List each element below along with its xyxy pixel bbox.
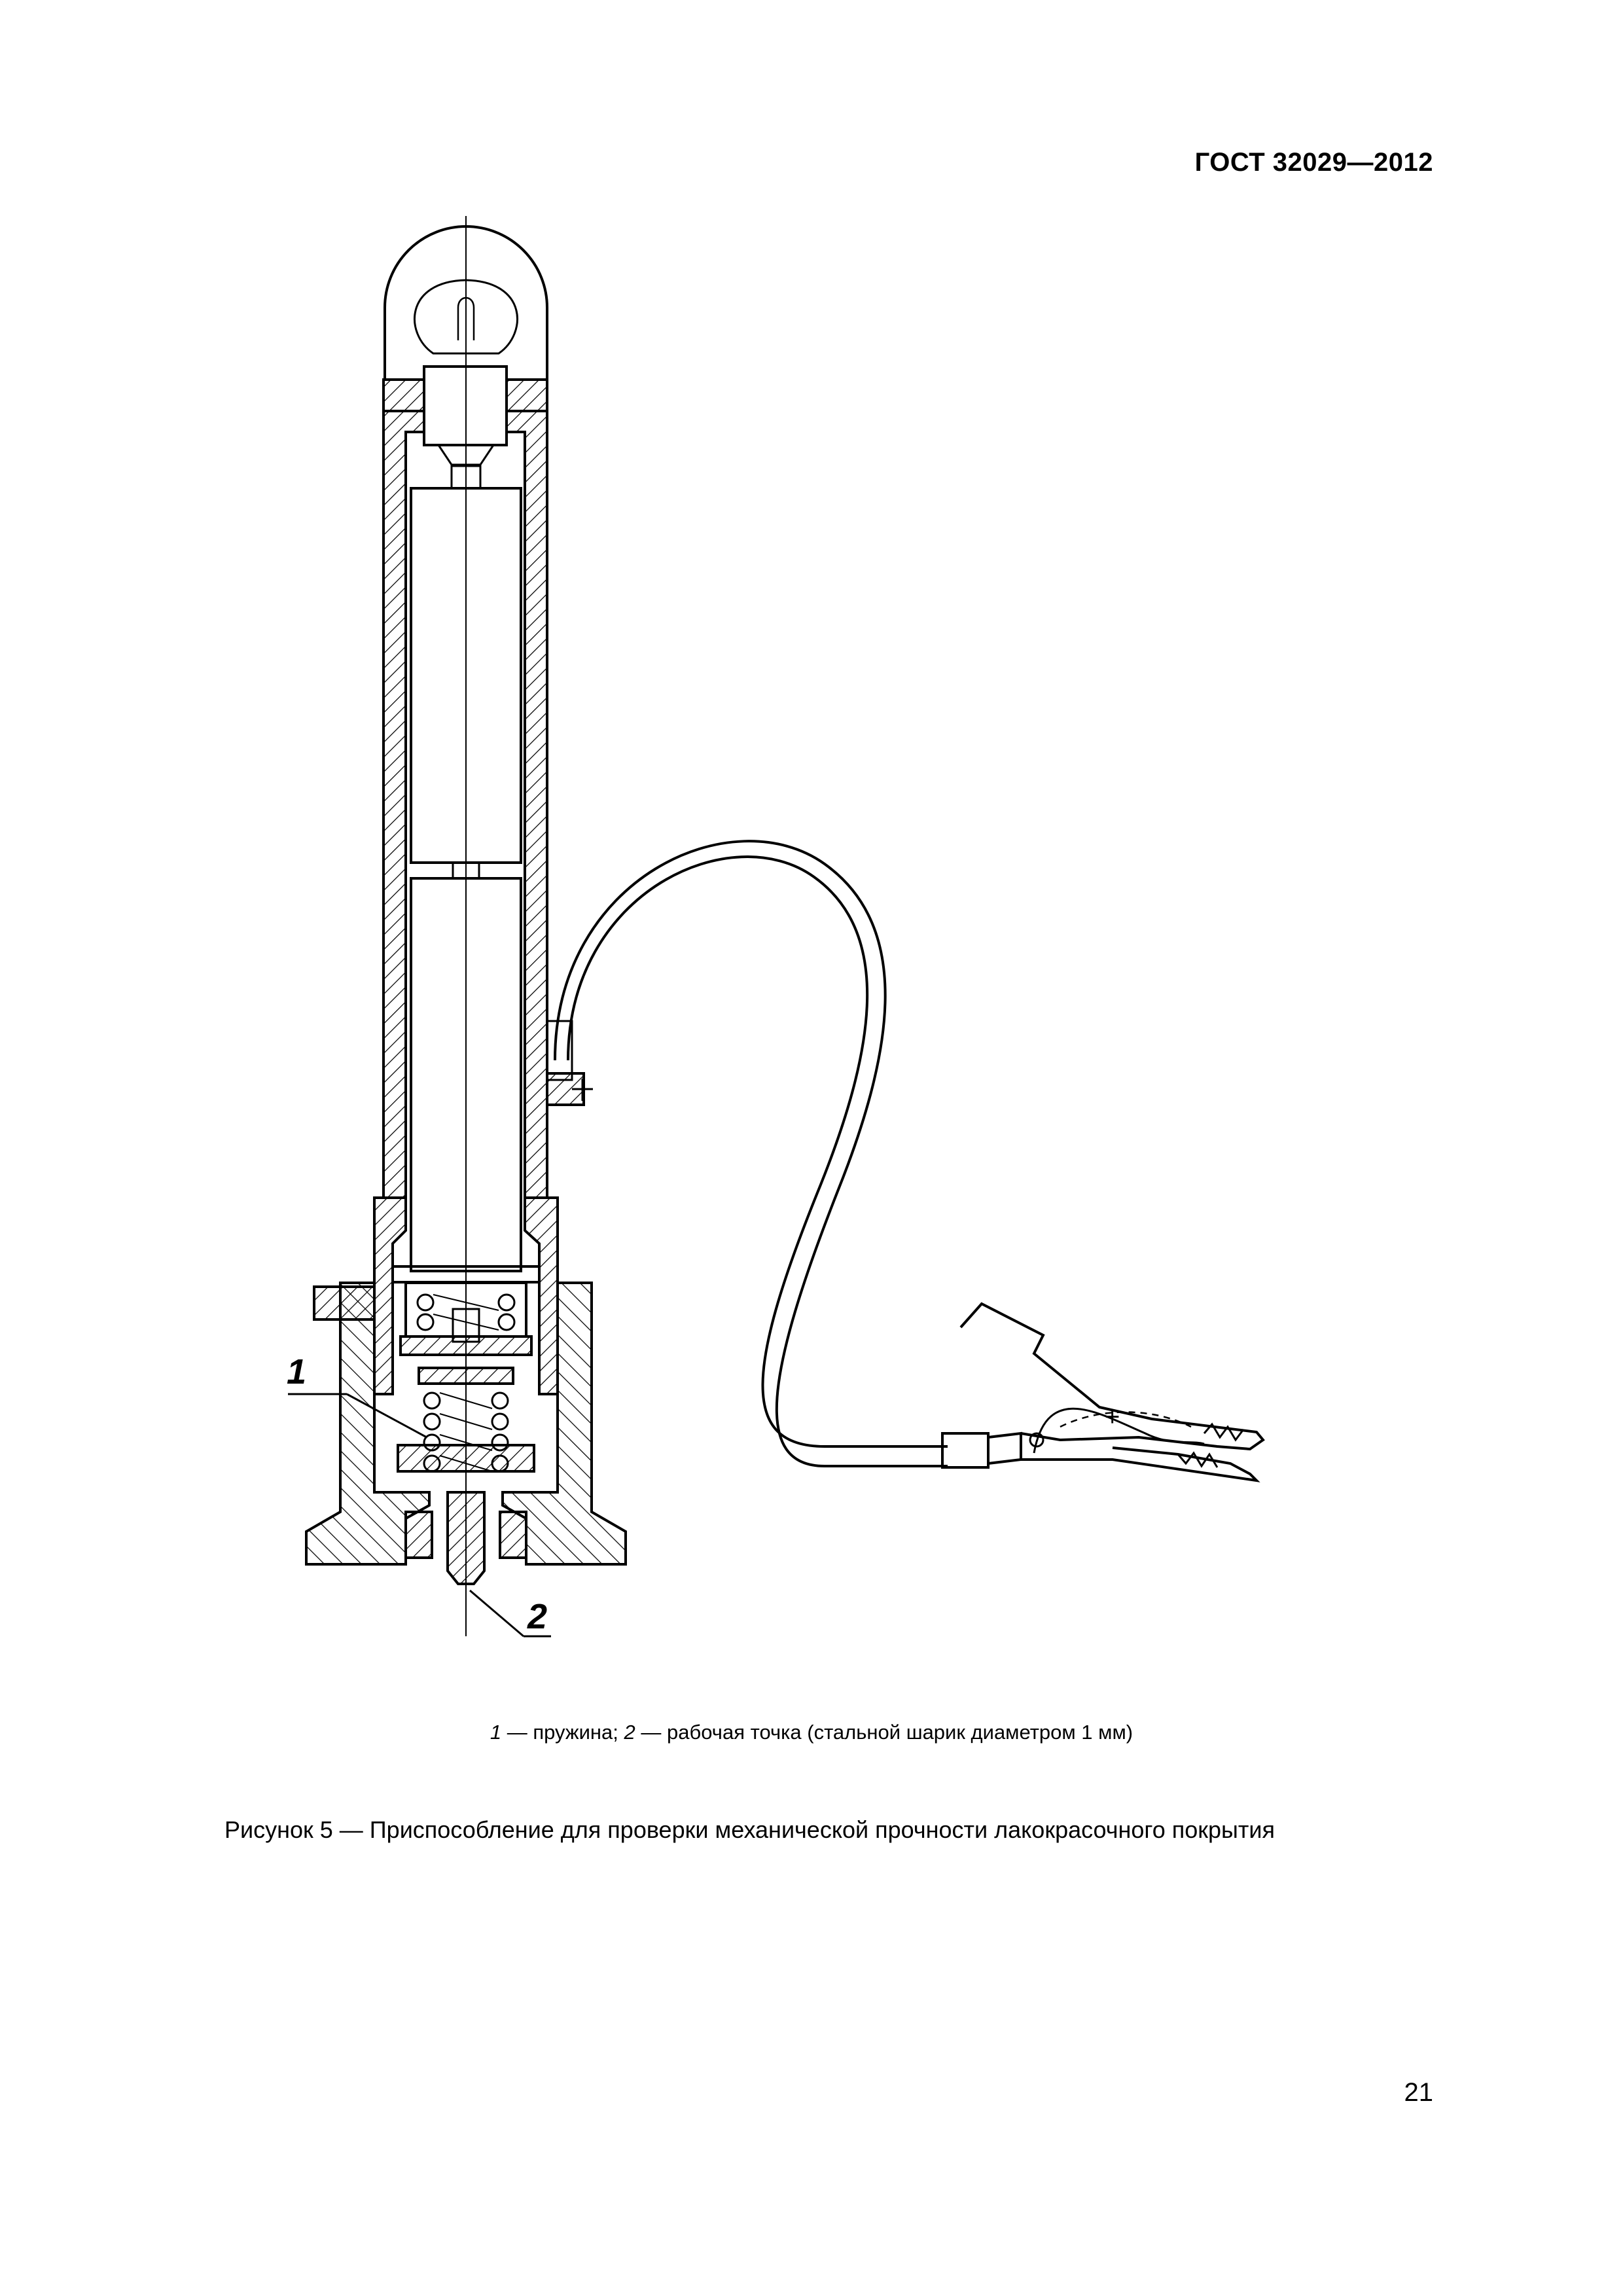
top-plate-right	[505, 378, 548, 412]
legend-item1-text: — пружина;	[501, 1721, 624, 1744]
page-number: 21	[1404, 2078, 1434, 2107]
apparatus-figure: 1 2 +	[287, 216, 1265, 1638]
cable-inner	[567, 855, 948, 1448]
callout-2: 2	[527, 1597, 547, 1636]
legend-item2-text: — рабочая точка (стальной шарик диаметро…	[635, 1721, 1133, 1744]
leader-line-2	[469, 1589, 524, 1638]
tube-wall-right	[505, 410, 548, 1199]
battery-lower	[410, 877, 522, 1272]
figure-legend: 1 — пружина; 2 — рабочая точка (стальной…	[0, 1721, 1623, 1744]
cable-outer	[554, 840, 948, 1467]
crocodile-clip-icon	[941, 1302, 1265, 1482]
plunger-tip	[446, 1491, 486, 1585]
polarity-plus: +	[1105, 1403, 1120, 1431]
document-header: ГОСТ 32029—2012	[1194, 148, 1433, 177]
lamp-housing	[383, 225, 548, 381]
lower-sleeve-right	[524, 1196, 559, 1395]
lower-sleeve-left	[373, 1196, 407, 1395]
tube-wall-left	[382, 410, 425, 1199]
bushing-right	[499, 1511, 527, 1559]
figure-caption: Рисунок 5 — Приспособление для проверки …	[224, 1816, 1275, 1843]
legend-item2-number: 2	[624, 1721, 635, 1744]
spring-upper	[416, 1293, 516, 1331]
bushing-left	[404, 1511, 433, 1559]
legend-item1-number: 1	[490, 1721, 502, 1744]
top-plate-left	[382, 378, 425, 412]
set-screw	[313, 1285, 376, 1321]
lamp-bulb-icon	[414, 279, 518, 355]
callout-1: 1	[287, 1352, 306, 1391]
